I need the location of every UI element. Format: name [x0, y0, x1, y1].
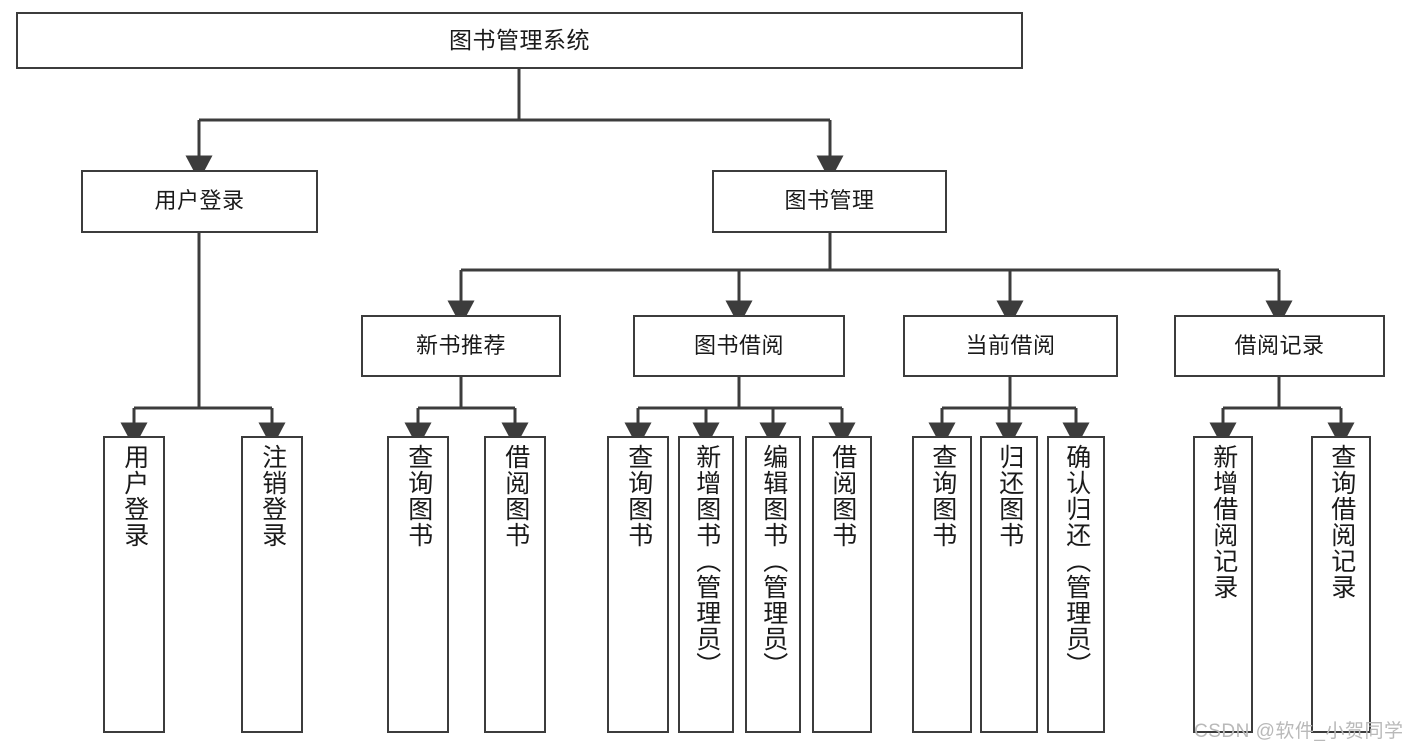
node-leaf-return-book[interactable]: 归还图书 [980, 436, 1038, 733]
node-leaf-logout[interactable]: 注销登录 [241, 436, 303, 733]
node-root-label: 图书管理系统 [449, 26, 590, 53]
node-user-login-label: 用户登录 [154, 188, 245, 214]
node-current-borrow-label: 当前借阅 [965, 332, 1056, 358]
node-leaf-return-book-label: 归还图书 [995, 444, 1024, 548]
node-book-borrow[interactable]: 图书借阅 [633, 315, 845, 377]
node-book-manage[interactable]: 图书管理 [712, 170, 947, 233]
node-leaf-query-book-3-label: 查询图书 [928, 444, 957, 548]
node-leaf-confirm-return[interactable]: 确认归还（管理员） [1047, 436, 1105, 733]
node-leaf-add-record[interactable]: 新增借阅记录 [1193, 436, 1253, 733]
node-leaf-borrow-book-1-label: 借阅图书 [501, 444, 530, 548]
node-leaf-user-login[interactable]: 用户登录 [103, 436, 165, 733]
node-leaf-add-record-label: 新增借阅记录 [1209, 444, 1238, 600]
node-new-book-recommend[interactable]: 新书推荐 [361, 315, 561, 377]
node-leaf-query-book-2[interactable]: 查询图书 [607, 436, 669, 733]
node-leaf-query-book-1[interactable]: 查询图书 [387, 436, 449, 733]
node-leaf-user-login-label: 用户登录 [120, 444, 149, 548]
node-user-login[interactable]: 用户登录 [81, 170, 318, 233]
node-root[interactable]: 图书管理系统 [16, 12, 1023, 69]
node-leaf-query-record-label: 查询借阅记录 [1327, 444, 1356, 600]
node-leaf-query-book-1-label: 查询图书 [404, 444, 433, 548]
node-leaf-edit-book[interactable]: 编辑图书（管理员） [745, 436, 801, 733]
node-leaf-borrow-book-2[interactable]: 借阅图书 [812, 436, 872, 733]
node-leaf-query-book-2-label: 查询图书 [624, 444, 653, 548]
node-leaf-edit-book-label: 编辑图书（管理员） [759, 444, 788, 678]
node-leaf-confirm-return-label: 确认归还（管理员） [1062, 444, 1091, 678]
node-leaf-logout-label: 注销登录 [258, 444, 287, 548]
node-new-book-recommend-label: 新书推荐 [415, 332, 506, 358]
node-leaf-add-book-label: 新增图书（管理员） [692, 444, 721, 678]
node-current-borrow[interactable]: 当前借阅 [903, 315, 1118, 377]
node-borrow-record-label: 借阅记录 [1234, 332, 1325, 358]
node-leaf-borrow-book-1[interactable]: 借阅图书 [484, 436, 546, 733]
node-leaf-borrow-book-2-label: 借阅图书 [828, 444, 857, 548]
node-borrow-record[interactable]: 借阅记录 [1174, 315, 1385, 377]
node-leaf-add-book[interactable]: 新增图书（管理员） [678, 436, 734, 733]
node-book-borrow-label: 图书借阅 [693, 332, 784, 358]
node-book-manage-label: 图书管理 [784, 188, 875, 214]
node-leaf-query-book-3[interactable]: 查询图书 [912, 436, 972, 733]
csdn-watermark: CSDN @软件_小贺同学 [1194, 721, 1404, 742]
node-leaf-query-record[interactable]: 查询借阅记录 [1311, 436, 1371, 733]
